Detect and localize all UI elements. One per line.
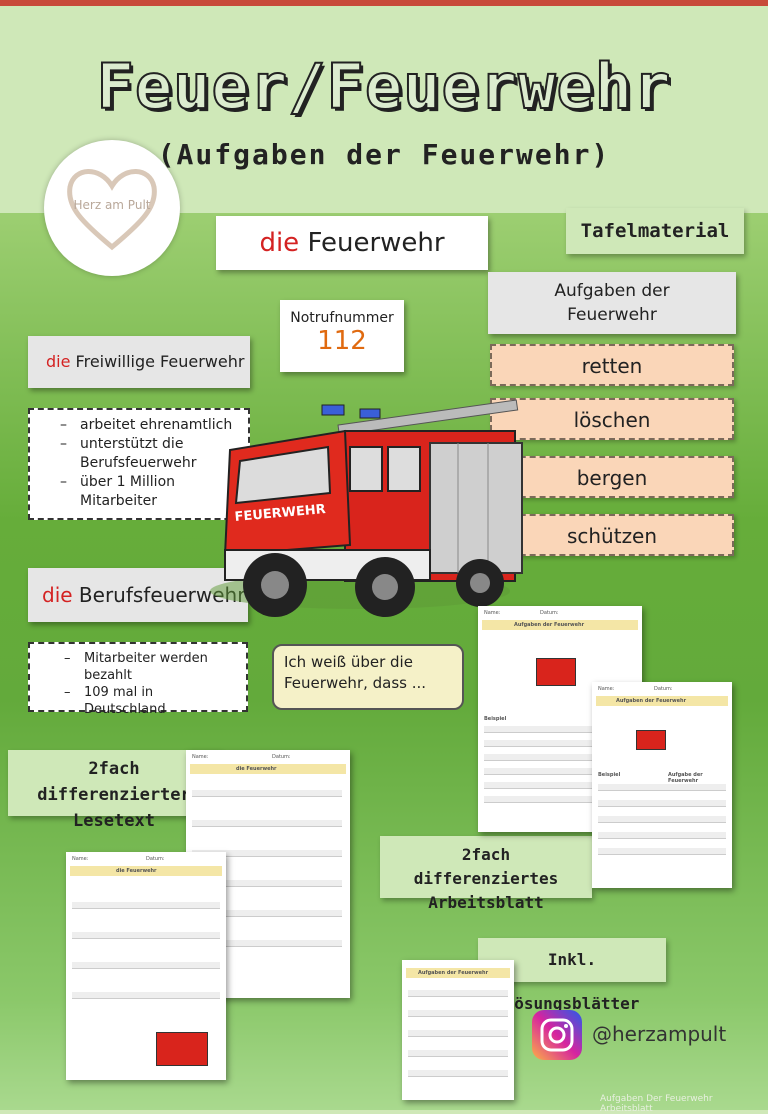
- speech-bubble: Ich weiß über die Feuerwehr, dass ...: [272, 644, 464, 710]
- lesetext-sheet-front: Name: Datum: die Feuerwehr: [66, 852, 226, 1080]
- tafelmaterial-label: Tafelmaterial: [566, 208, 744, 254]
- task-4: schützen: [490, 514, 734, 556]
- sheet-name: Name:: [72, 856, 89, 862]
- list-item: arbeitet ehrenamtlich: [60, 416, 240, 435]
- footer-caption: Aufgaben Der Feuerwehr Arbeitsblatt: [600, 1094, 713, 1114]
- freiwillige-card: die Freiwillige Feuerwehr: [28, 336, 250, 388]
- sheet-name: Name:: [598, 686, 615, 692]
- instagram-handle: @herzampult: [592, 1022, 727, 1046]
- notruf-number: 112: [317, 326, 367, 356]
- instagram-icon: [532, 1010, 582, 1060]
- lesetext-label: 2fach differenzierter Lesetext: [8, 750, 220, 831]
- list-item: über 1 Million Mitarbeiter: [60, 473, 240, 511]
- task-2: löschen: [490, 398, 734, 440]
- die-feuerwehr-card: die Feuerwehr: [216, 216, 488, 270]
- sheet-date: Datum:: [654, 686, 673, 692]
- sheet-name: Name:: [192, 754, 209, 760]
- sheet-date: Datum:: [272, 754, 291, 760]
- arbeitsblatt-label: 2fach differenziertes Arbeitsblatt: [380, 836, 592, 912]
- notruf-label: Notrufnummer: [290, 310, 394, 326]
- sheet-column: Aufgabe der Feuerwehr: [668, 772, 703, 784]
- arbeitsblatt-sheet-2: Name: Datum: Aufgaben der Feuerwehr Beis…: [592, 682, 732, 888]
- sheet-title: Aufgaben der Feuerwehr: [514, 622, 585, 628]
- sheet-title: Aufgaben der Feuerwehr: [616, 698, 687, 704]
- sheet-date: Datum:: [146, 856, 165, 862]
- article: die: [46, 352, 71, 371]
- task-3: bergen: [490, 456, 734, 498]
- berufs-list: Mitarbeiter werden bezahlt 109 mal in De…: [28, 642, 248, 717]
- word: Freiwillige Feuerwehr: [75, 352, 245, 371]
- freiwillige-list: arbeitet ehrenamtlich unterstützt die Be…: [28, 408, 250, 520]
- heart-icon: [67, 169, 157, 251]
- list-item: 109 mal in Deutschland: [64, 684, 238, 718]
- sheet-column: Beispiel: [598, 772, 621, 778]
- page-title: Feuer/Feuerwehr: [96, 49, 672, 124]
- logo-text: Herz am Pult: [73, 198, 151, 212]
- sheet-title: die Feuerwehr: [116, 868, 157, 874]
- list-item: Mitarbeiter werden bezahlt: [64, 650, 238, 684]
- loesung-sheet: Aufgaben der Feuerwehr: [402, 960, 514, 1100]
- task-1: retten: [490, 344, 734, 386]
- sheet-name: Name:: [484, 610, 501, 616]
- article: die: [42, 583, 73, 607]
- word: Feuerwehr: [307, 228, 445, 258]
- article: die: [259, 228, 300, 258]
- sheet-date: Datum:: [540, 610, 559, 616]
- sheet-title: die Feuerwehr: [236, 766, 277, 772]
- fire-truck-illustration: FEUERWEHR: [210, 399, 523, 617]
- aufgaben-header: Aufgaben der Feuerwehr: [488, 272, 736, 334]
- list-item: unterstützt die Berufsfeuerwehr: [60, 435, 240, 473]
- sheet-title: Aufgaben der Feuerwehr: [418, 970, 489, 976]
- top-border: [0, 0, 768, 6]
- logo: Herz am Pult: [44, 140, 180, 276]
- berufs-card: die Berufsfeuerwehr: [28, 568, 248, 622]
- page-subtitle: (Aufgaben der Feuerwehr): [157, 138, 611, 171]
- sheet-column: Beispiel: [484, 716, 507, 722]
- notruf-card: Notrufnummer 112: [280, 300, 404, 372]
